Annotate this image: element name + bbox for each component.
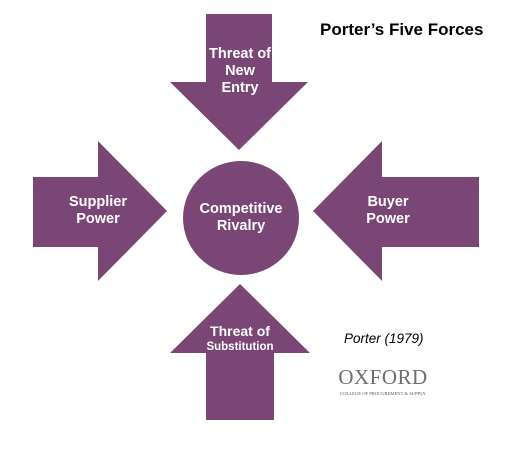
logo-wordmark: OXFORD xyxy=(338,365,428,389)
citation: Porter (1979) xyxy=(344,331,424,346)
label-supplier-power: Supplier Power xyxy=(68,194,127,228)
arrow-supplier-power xyxy=(33,141,167,281)
arrow-threat-of-new-entry xyxy=(170,14,308,150)
center-circle xyxy=(183,161,299,275)
label-buyer-power: Buyer Power xyxy=(366,194,410,228)
oxford-college-logo: OXFORD COLLEGE OF PROCUREMENT & SUPPLY xyxy=(333,365,433,401)
arrow-threat-of-substitution xyxy=(170,284,310,420)
arrow-buyer-power xyxy=(313,141,479,281)
label-threat-of-substitution-line1: Threat of xyxy=(210,323,270,339)
diagram-title: Porter’s Five Forces xyxy=(320,20,484,39)
logo-subtitle: COLLEGE OF PROCUREMENT & SUPPLY xyxy=(340,391,426,396)
label-competitive-rivalry: Competitive Rivalry xyxy=(199,201,283,235)
label-threat-of-new-entry: Threat of New Entry xyxy=(208,46,272,97)
label-threat-of-substitution-line2: Substitution xyxy=(206,341,274,353)
